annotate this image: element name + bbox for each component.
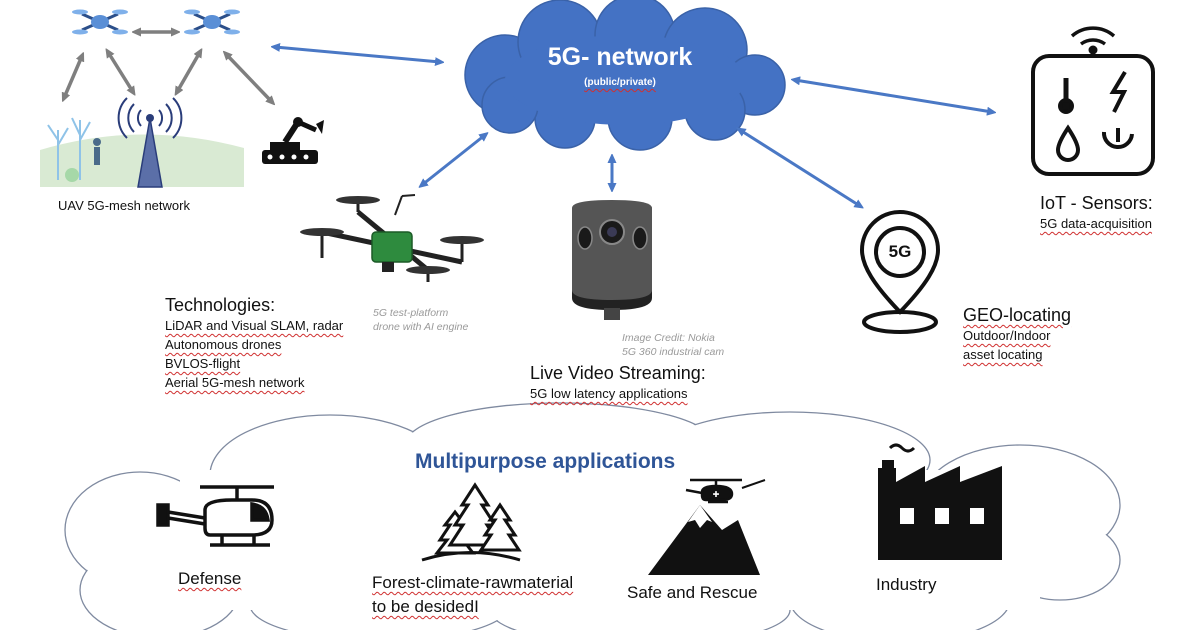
location-pin-icon [859, 210, 941, 334]
technologies-item: LiDAR and Visual SLAM, radar [165, 318, 344, 333]
iot-heading: IoT - Sensors: [1040, 193, 1153, 213]
technologies-item: Aerial 5G-mesh network [165, 375, 305, 390]
mesh-arrows [64, 32, 272, 102]
applications-title: Multipurpose applications [415, 450, 676, 473]
arrow-drone-network [422, 135, 485, 185]
cell-tower-icon [117, 97, 183, 188]
drone-icon [184, 9, 240, 35]
mountain-icon: ✚ [648, 478, 766, 575]
iot-subheading: 5G data-acquisition [1040, 216, 1153, 231]
network-subtitle: (public/private) [584, 77, 656, 88]
360-camera-icon [572, 200, 652, 320]
drone-credit-line2: drone with AI engine [373, 321, 469, 333]
helicopter-icon [685, 478, 766, 504]
arrow-geo-network [740, 130, 860, 206]
app-industry-label: Industry [876, 575, 937, 594]
person-icon [93, 138, 101, 165]
app-defense-label: Defense [178, 569, 242, 588]
network-arrows [275, 47, 992, 206]
geo-line2: asset locating [963, 347, 1043, 362]
technologies-item: Autonomous drones [165, 337, 282, 352]
network-cloud [464, 0, 786, 151]
app-forest-label-line2: to be desidedI [372, 597, 479, 616]
iot-sensor-icon [1031, 26, 1155, 176]
drone-icon [72, 9, 128, 35]
camera-credit-line2: 5G 360 industrial cam [622, 346, 725, 358]
video-subheading: 5G low latency applications [530, 386, 688, 401]
geo-line1: Outdoor/Indoor [963, 328, 1051, 343]
helicopter-icon [156, 485, 274, 547]
app-forest-label: Forest-climate-rawmaterial [372, 573, 574, 592]
uav-ground-scene [40, 97, 324, 188]
svg-text:✚: ✚ [713, 490, 720, 499]
network-title: 5G- network [547, 43, 693, 71]
factory-icon [878, 443, 1002, 560]
quadcopter-icon [300, 194, 484, 282]
technologies-heading: Technologies: [165, 295, 276, 315]
technologies-item: BVLOS-flight [165, 356, 241, 371]
drone-credit-line1: 5G test-platform [373, 307, 449, 319]
robot-arm-icon [262, 117, 324, 164]
applications-cloud-fill [66, 404, 1119, 630]
video-heading: Live Video Streaming: [530, 363, 706, 383]
arrow-iot-network [795, 80, 992, 112]
forest-icon [421, 482, 522, 562]
geo-badge: 5G [888, 242, 912, 261]
arrow-uav-network [275, 47, 440, 62]
camera-credit-line1: Image Credit: Nokia [622, 332, 715, 344]
tree-icon [47, 117, 91, 180]
geo-heading: GEO-locating [963, 305, 1072, 325]
app-rescue-label: Safe and Rescue [627, 583, 758, 602]
uav-mesh-caption: UAV 5G-mesh network [58, 198, 190, 213]
